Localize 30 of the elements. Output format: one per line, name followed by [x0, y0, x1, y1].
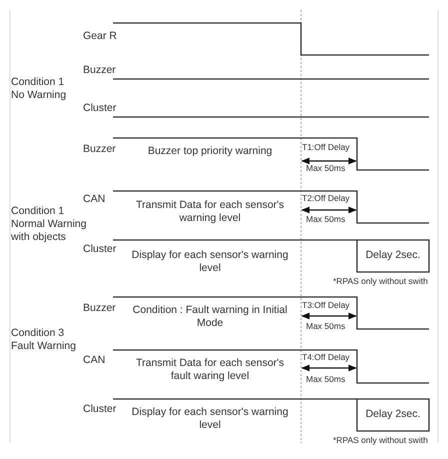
signal-name: Cluster	[83, 102, 118, 115]
signal-name: Buzzer	[83, 64, 117, 77]
footnote: *RPAS only without swith	[333, 276, 428, 287]
annotation-text: Buzzer top priority warning	[146, 145, 274, 158]
delay-label: Delay 2sec.	[364, 249, 422, 262]
signal-name: CAN	[83, 354, 106, 367]
signal-name: Buzzer	[83, 143, 117, 156]
annotation-text: T3:Off Delay	[302, 300, 350, 311]
annotation-text: Transmit Data for each sensor's warning level	[134, 199, 286, 225]
condition-label: Condition 1 Normal Warning with objects	[11, 205, 88, 244]
signal-name: Buzzer	[83, 302, 117, 315]
signal-name: Gear R	[83, 30, 118, 43]
signal-name: Cluster	[83, 243, 118, 256]
annotation-text: T1:Off Delay	[302, 142, 350, 153]
annotation-text: Max 50ms	[306, 374, 346, 385]
signal-name: Cluster	[83, 403, 118, 416]
condition-label: Condition 3 Fault Warning	[11, 327, 77, 353]
annotation-text: Max 50ms	[306, 321, 346, 332]
annotation-text: Display for each sensor's warning level	[130, 249, 290, 275]
annotation-text: Max 50ms	[306, 214, 346, 225]
annotation-text: Transmit Data for each sensor's fault waring level	[134, 357, 286, 383]
condition-label: Condition 1 No Warning	[11, 76, 68, 102]
annotation-text: Condition : Fault warning in Initial Mode	[132, 304, 288, 330]
delay-label: Delay 2sec.	[364, 408, 422, 421]
annotation-text: Display for each sensor's warning level	[130, 406, 290, 432]
annotation-text: Max 50ms	[306, 163, 346, 174]
signal-name: CAN	[83, 193, 106, 206]
footnote: *RPAS only without swith	[333, 435, 428, 446]
annotation-text: T4:Off Delay	[302, 352, 350, 363]
annotation-text: T2:Off Delay	[302, 193, 350, 204]
